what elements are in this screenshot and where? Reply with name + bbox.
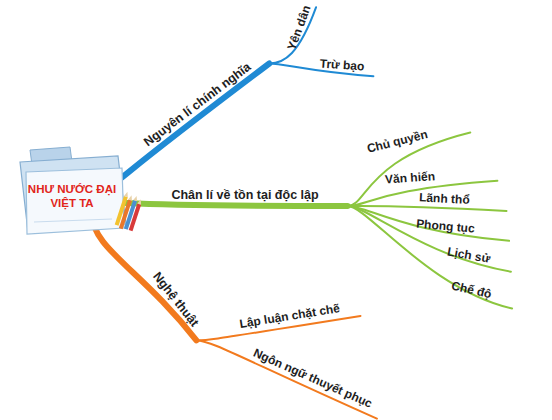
topic-text: Văn hiến xyxy=(385,169,436,187)
topic-title: NHƯ NƯỚC ĐẠI VIỆT TA xyxy=(23,182,121,210)
leaf-label: Yên dân xyxy=(284,2,316,54)
topic-text: Trừ bạo xyxy=(319,56,365,74)
leaf-label: Trừ bạo xyxy=(310,56,375,76)
leaf-label: Chế độ xyxy=(428,274,515,309)
sub-branch xyxy=(196,340,377,418)
topic-text: Chủ quyền xyxy=(366,127,430,157)
branch-label: Nghệ thuật xyxy=(141,260,209,341)
topic-text: Yên dân xyxy=(284,3,314,52)
sub-branch xyxy=(348,206,510,241)
paper-line xyxy=(34,219,112,222)
topic-text: Lãnh thổ xyxy=(419,190,470,208)
leaf-label: Lịch sử xyxy=(422,240,513,271)
topic-text: Ngôn ngữ thuyết phục xyxy=(251,346,375,412)
pencil-tip xyxy=(124,191,129,197)
pencil xyxy=(129,203,141,231)
main-branch xyxy=(111,64,269,186)
topic-text: Chân lí về tồn tại độc lập xyxy=(171,188,318,203)
leaf-label: Văn hiến xyxy=(377,165,498,189)
pencil-tip xyxy=(133,195,138,201)
pencils xyxy=(114,191,144,232)
pencil-tip xyxy=(128,195,133,201)
topic-text: Nguyên lí chính nghĩa xyxy=(141,60,254,150)
branch-label: Chân lí về tồn tại độc lập xyxy=(143,188,348,206)
sub-branch xyxy=(348,206,511,272)
central-topic: NHƯ NƯỚC ĐẠI VIỆT TA xyxy=(23,179,121,213)
sub-branch xyxy=(348,206,513,309)
leaf-label: Phong tục xyxy=(400,215,511,241)
leaf-label: Lập luận chặt chẽ xyxy=(219,298,360,338)
sub-branch xyxy=(348,206,507,211)
branch-label: Nguyên lí chính nghĩa xyxy=(127,49,270,163)
main-branch xyxy=(92,213,197,340)
leaf-label: Ngôn ngữ thuyết phục xyxy=(240,341,384,418)
topic-text: Lịch sử xyxy=(446,244,491,266)
topic-text: Phong tục xyxy=(416,217,476,237)
main-branch xyxy=(121,203,348,206)
topic-text: Chế độ xyxy=(450,278,493,302)
pencil-tip xyxy=(137,199,142,205)
